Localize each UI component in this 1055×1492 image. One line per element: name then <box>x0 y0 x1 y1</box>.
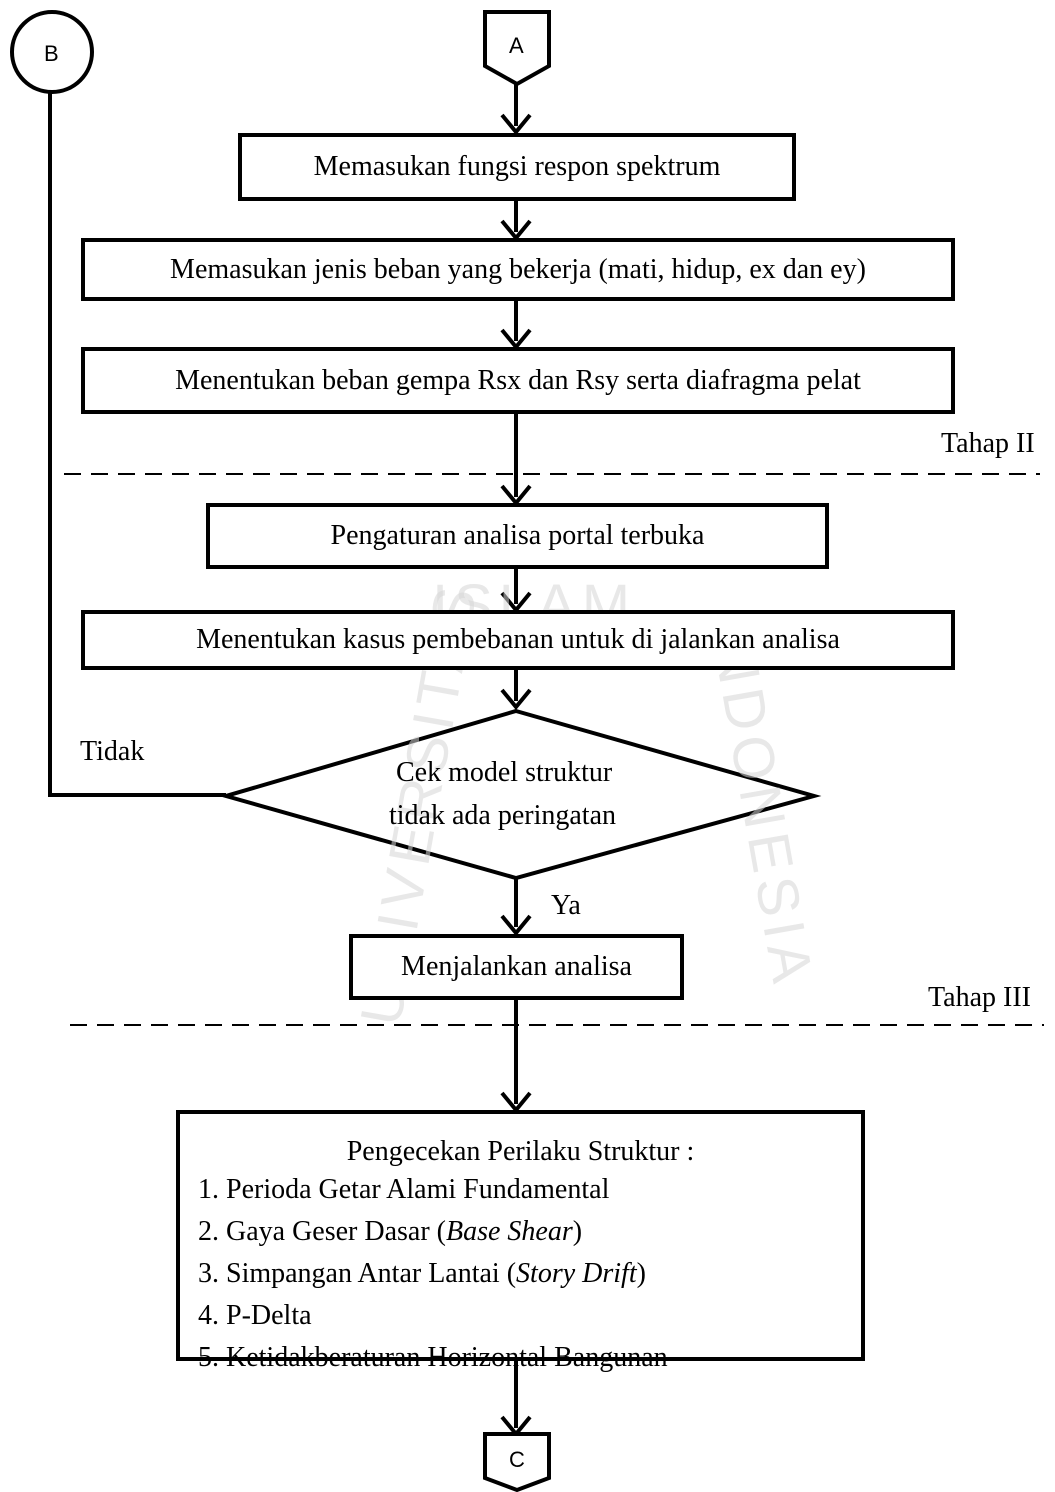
connector-c-shape <box>483 1432 551 1492</box>
step-2-text: Memasukan jenis beban yang bekerja (mati… <box>170 253 866 285</box>
loop-back-line <box>48 92 226 797</box>
connector-a-label: A <box>509 33 524 58</box>
check-item-3-post: ) <box>636 1258 646 1289</box>
connector-b-shape <box>10 10 94 94</box>
decision-text-line2: tidak ada peringatan <box>389 800 617 831</box>
stage-3-label: Tahap III <box>928 982 1031 1013</box>
step-input-response-spectrum: Memasukan fungsi respon spektrum <box>238 133 796 201</box>
step-4-text: Pengaturan analisa portal terbuka <box>330 520 705 551</box>
check-item-1: 1. Perioda Getar Alami Fundamental <box>198 1174 610 1205</box>
check-item-3-em: Story Drift <box>516 1258 637 1289</box>
branch-yes-label: Ya <box>551 890 581 921</box>
step-load-cases: Menentukan kasus pembebanan untuk di jal… <box>81 610 955 670</box>
step-input-load-types: Memasukan jenis beban yang bekerja (mati… <box>81 238 955 301</box>
decision-diamond <box>218 708 822 881</box>
structure-checks-box: Pengecekan Perilaku Struktur : 1. Period… <box>176 1110 865 1373</box>
check-item-3: 3. Simpangan Antar Lantai (Story Drift) <box>198 1258 646 1290</box>
check-item-2-post: ) <box>572 1216 583 1247</box>
connector-b-label: B <box>44 41 59 66</box>
step-1-text: Memasukan fungsi respon spektrum <box>313 151 721 182</box>
step-seismic-loads: Menentukan beban gempa Rsx dan Rsy serta… <box>81 347 955 414</box>
connector-a-shape <box>483 10 551 87</box>
arrowhead-s6 <box>500 914 532 937</box>
arrowhead-s1 <box>500 113 532 136</box>
arrowhead-decision <box>500 688 532 711</box>
step-portal-analysis-setup: Pengaturan analisa portal terbuka <box>206 503 829 569</box>
step-run-analysis: Menjalankan analisa <box>349 934 684 1000</box>
check-item-2-em: Base Shear <box>446 1216 573 1247</box>
decision-text-line1: Cek model struktur <box>396 757 613 788</box>
step-3-text: Menentukan beban gempa Rsx dan Rsy serta… <box>175 364 861 396</box>
check-item-3-pre: 3. Simpangan Antar Lantai ( <box>198 1258 517 1289</box>
check-item-2: 2. Gaya Geser Dasar (Base Shear) <box>198 1216 582 1248</box>
checks-title: Pengecekan Perilaku Struktur : <box>346 1136 695 1167</box>
check-item-4: 4. P-Delta <box>198 1300 312 1331</box>
step-6-text: Menjalankan analisa <box>401 951 632 982</box>
check-item-5: 5. Ketidakberaturan Horizontal Bangunan <box>198 1342 668 1373</box>
check-item-2-pre: 2. Gaya Geser Dasar ( <box>198 1216 446 1247</box>
step-5-text: Menentukan kasus pembebanan untuk di jal… <box>196 624 840 655</box>
branch-no-label: Tidak <box>80 736 145 767</box>
connector-c-label: C <box>509 1447 525 1472</box>
stage-2-label: Tahap II <box>941 428 1035 459</box>
